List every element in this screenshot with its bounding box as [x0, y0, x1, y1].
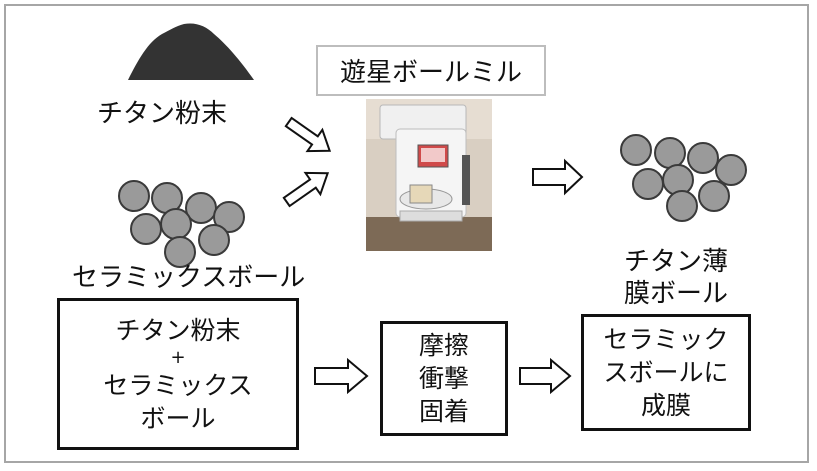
- mechanism-text-line3: 固着: [418, 397, 469, 426]
- input-text-line3: ボール: [140, 403, 216, 433]
- process-result-box: セラミック スボールに 成膜: [581, 314, 751, 431]
- ball-mill-photo: [366, 99, 492, 251]
- arrow-mill-to-coated: [532, 158, 584, 196]
- ceramic-ball: [160, 208, 192, 240]
- ceramic-ball: [213, 201, 245, 233]
- ceramic-balls-cluster: [118, 180, 245, 268]
- coated-ball: [687, 142, 719, 174]
- input-text-line2: セラミックス: [103, 370, 253, 400]
- mechanism-text-line1: 摩擦: [418, 331, 469, 360]
- coated-ball: [662, 164, 694, 196]
- ceramic-ball: [130, 213, 162, 245]
- coated-balls-cluster: [620, 134, 747, 222]
- coated-ball: [666, 190, 698, 222]
- arrow-powder-to-mill: [284, 116, 332, 153]
- coated-ball: [698, 180, 730, 212]
- ceramic-balls-label: セラミックスボール: [72, 263, 306, 293]
- coated-ball: [654, 137, 686, 169]
- process-input-box: チタン粉末 + セラミックス ボール: [57, 298, 299, 450]
- result-text-line1: セラミック: [603, 325, 729, 354]
- titanium-powder-pile: [128, 23, 254, 80]
- input-plus: +: [170, 346, 186, 368]
- coated-balls-label-line1: チタン薄: [624, 247, 729, 277]
- arrow-input-to-mechanism: [314, 357, 369, 395]
- process-mechanism-box: 摩擦 衝撃 固着: [380, 321, 508, 436]
- coated-balls-label-line2: 膜ボール: [624, 279, 729, 309]
- mechanism-text-line2: 衝撃: [418, 364, 469, 393]
- outer-frame: [4, 4, 809, 463]
- ceramic-ball: [198, 224, 230, 256]
- ball-mill-label: 遊星ボールミル: [316, 45, 546, 96]
- arrow-balls-to-mill: [282, 171, 330, 208]
- result-text-line2: スボールに: [603, 358, 729, 387]
- result-text-line3: 成膜: [640, 391, 691, 420]
- input-text-line1: チタン粉末: [115, 315, 241, 345]
- arrow-mechanism-to-result: [519, 357, 572, 395]
- titanium-powder-label: チタン粉末: [97, 99, 228, 129]
- coated-ball: [632, 168, 664, 200]
- coated-ball: [620, 134, 652, 166]
- coated-ball: [715, 154, 747, 186]
- ceramic-ball: [164, 236, 196, 268]
- ceramic-ball: [118, 180, 150, 212]
